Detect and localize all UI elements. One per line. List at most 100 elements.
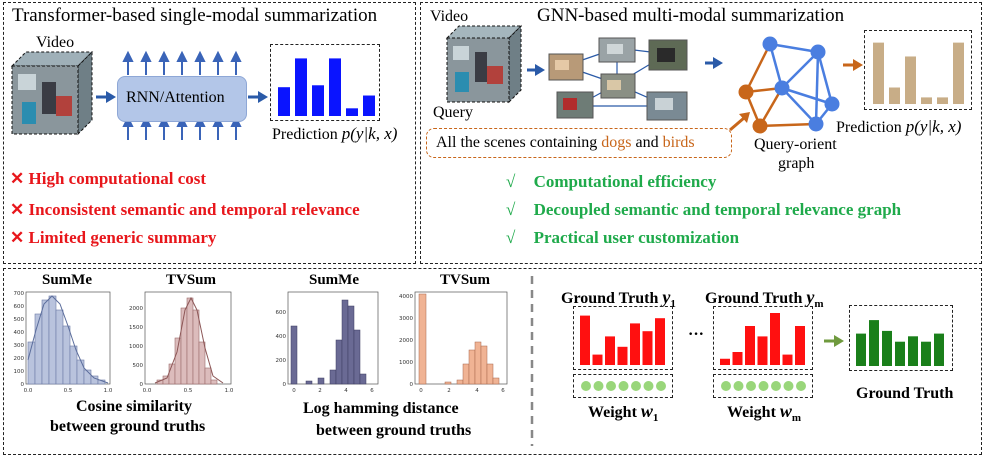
rnn-attention-block: [117, 76, 247, 122]
result-bars: [856, 320, 944, 366]
query-oriented-graph: [738, 36, 840, 134]
weightm-box: [713, 374, 813, 398]
arrow-to-prediction-right: [843, 59, 863, 71]
benefit-text: Decoupled semantic and temporal relevanc…: [533, 200, 902, 219]
prediction-bar: [937, 97, 948, 104]
weightm-text: Weight: [727, 404, 780, 421]
gt-bar: [642, 331, 653, 365]
gt-bar: [757, 336, 768, 365]
h4-xtick: 6: [501, 388, 505, 394]
arrow-to-scenes: [527, 64, 545, 76]
gt-bar: [882, 330, 892, 366]
gt1-sub: 1: [670, 298, 676, 311]
gt-bar: [592, 354, 603, 365]
hist-title-summe-1: SumMe: [42, 272, 92, 288]
h1-ytick: 200: [14, 356, 25, 362]
result-box: [849, 305, 953, 371]
check-icon: √: [506, 172, 516, 191]
weight-dot: [796, 381, 806, 391]
weight-dot: [656, 381, 666, 391]
gt-bar: [580, 315, 590, 365]
h4-ytick: 4000: [399, 294, 413, 300]
gt-bar: [869, 320, 879, 366]
h2-ytick: 1000: [129, 344, 143, 350]
cross-icon: ✕: [10, 200, 25, 219]
query-text-mid: and: [631, 134, 663, 151]
caption-hamming-line2: between ground truths: [316, 422, 472, 439]
weight-dot: [631, 381, 641, 391]
weight1-dots: [581, 381, 666, 391]
video-cube-right: [445, 24, 523, 104]
gt-bar: [630, 323, 640, 365]
query-text: All the scenes containing dogs and birds: [436, 134, 695, 152]
hist-title-summe-2: SumMe: [309, 272, 359, 288]
prediction-bar: [295, 58, 307, 116]
gtm-bars: [720, 313, 805, 365]
result-label: Ground Truth: [856, 385, 954, 402]
scene-frames-graph: [548, 37, 688, 121]
cross-icon: ✕: [10, 169, 25, 188]
gt1-bars: [580, 315, 665, 365]
hist-tvsum-hamming: 4000 3000 2000 1000 0 0 2 4 6: [399, 291, 508, 394]
weight1-label: Weight w1: [588, 401, 658, 424]
multi-modal-title: GNN-based multi-modal summarization: [537, 5, 845, 26]
video-cube-left: [10, 50, 94, 136]
benefit-1: √ Computational efficiency: [506, 172, 716, 192]
h4-ytick: 1000: [399, 360, 413, 366]
query-label: Query: [433, 104, 473, 121]
arrow-to-result: [824, 335, 844, 347]
weightm-label: Weight wm: [727, 401, 801, 424]
prediction-text-right: Prediction: [836, 119, 906, 136]
benefit-text: Practical user customization: [533, 228, 740, 247]
gtm-label: Ground Truth ym: [705, 287, 824, 310]
hist-title-tvsum-2: TVSum: [440, 272, 491, 288]
multi-modal-panel: [420, 2, 982, 264]
rnn-attention-label: RNN/Attention: [126, 89, 225, 106]
h3-xtick: 2: [318, 388, 322, 394]
h4-ytick: 2000: [399, 338, 413, 344]
gt1-text: Ground Truth: [561, 290, 663, 307]
graph-label-line1: Query-orient: [754, 136, 837, 153]
prediction-bar: [278, 87, 290, 116]
h1-ytick: 500: [14, 317, 25, 323]
prediction-bars-left: [278, 58, 375, 116]
gt-bar: [605, 336, 615, 365]
query-word-birds: birds: [662, 134, 695, 151]
gt-bar: [745, 326, 755, 365]
h3-ytick: 400: [276, 334, 287, 340]
arrow-query-to-graph: [729, 112, 750, 132]
hist-summe-hamming: 600 400 200 0 0 2 4 6: [276, 291, 379, 394]
prediction-bar: [905, 56, 916, 104]
gt-bar: [732, 352, 743, 365]
weight-dot: [783, 381, 794, 391]
gt-bar: [720, 358, 730, 365]
check-icon: √: [506, 200, 516, 219]
h3-xtick: 4: [344, 388, 348, 394]
weightm-sub: m: [791, 412, 802, 425]
prediction-label-right: Prediction p(y|k, x): [836, 117, 961, 137]
prediction-bars-right: [873, 42, 964, 104]
weight-dot: [593, 381, 604, 391]
prediction-bar: [329, 58, 341, 116]
query-text-box: [426, 128, 732, 158]
h1-ytick: 100: [14, 369, 25, 375]
caption-cosine-line1: Cosine similarity: [76, 398, 192, 415]
h3-ytick: 0: [283, 382, 287, 388]
weight1-sub: 1: [652, 412, 659, 425]
query-text-pre: All the scenes containing: [436, 134, 602, 151]
graph-label-line2: graph: [778, 155, 815, 172]
h3-xtick: 6: [370, 388, 374, 394]
h1-xtick: 1.0: [104, 388, 113, 394]
h1-ytick: 700: [14, 291, 25, 297]
gt-bar: [934, 333, 944, 366]
prediction-bar: [953, 42, 964, 104]
weight-dot: [606, 381, 616, 391]
h1-ytick: 300: [14, 343, 25, 349]
rnn-output-arrows: [122, 50, 242, 75]
benefit-3: √ Practical user customization: [506, 228, 739, 248]
h2-ytick: 500: [133, 363, 144, 369]
weightm-dots: [721, 381, 806, 391]
weight-dot: [758, 381, 769, 391]
h1-xtick: 0.5: [64, 388, 73, 394]
hist-summe-cosine: 700 600 500 400 300 200 100 0 0.0 0.5 1.…: [14, 291, 113, 394]
